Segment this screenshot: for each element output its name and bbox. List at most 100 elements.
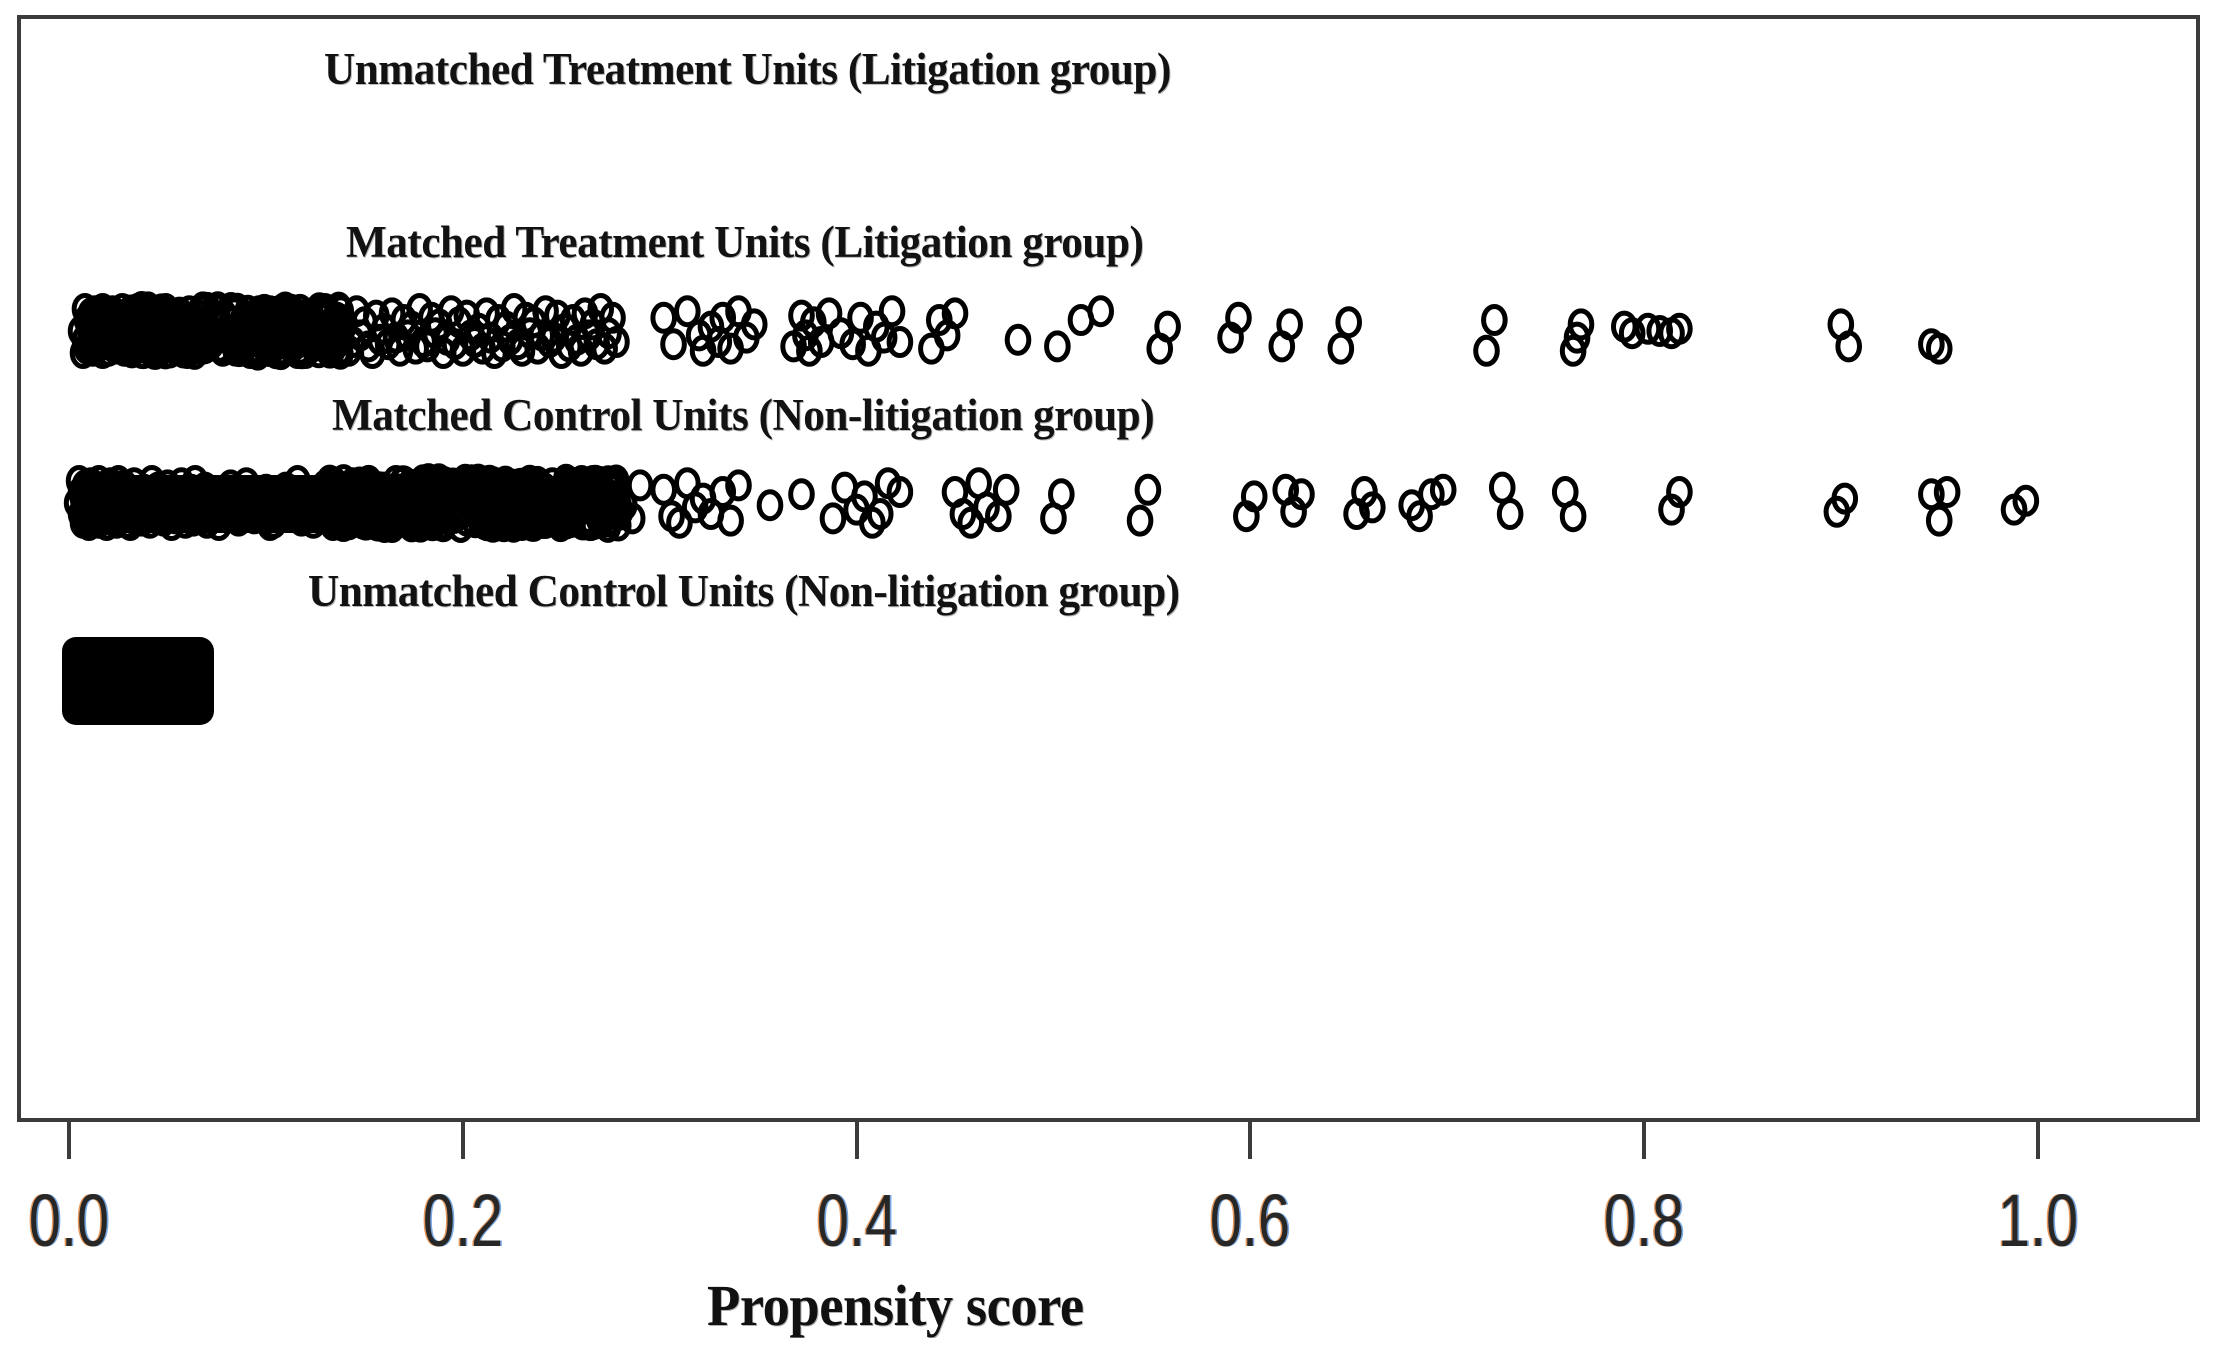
data-point [957, 506, 985, 539]
data-point [1933, 476, 1961, 508]
unmatched-control-mass [62, 637, 214, 725]
data-point [261, 312, 289, 345]
data-point [1429, 473, 1457, 506]
data-point [886, 476, 914, 508]
data-point [1618, 317, 1646, 350]
data-point [1087, 295, 1114, 328]
data-point [395, 505, 423, 538]
data-point [189, 291, 217, 324]
data-point [140, 317, 168, 350]
data-point [1666, 312, 1693, 345]
data-point [1925, 504, 1953, 537]
data-point [788, 478, 815, 511]
data-point [473, 509, 501, 542]
data-point [717, 504, 744, 537]
data-point [553, 507, 580, 540]
data-point [324, 324, 352, 357]
data-point [709, 476, 737, 508]
data-point [878, 295, 906, 328]
tick-label-text: 0.2 [422, 1179, 503, 1262]
data-point [941, 297, 969, 330]
data-point [168, 306, 195, 339]
axis-tick-label-0.2: 0.2 [411, 1178, 514, 1264]
data-point [2012, 484, 2040, 517]
data-point [709, 301, 737, 334]
data-point [1831, 482, 1859, 515]
axis-tick-label-0.8: 0.8 [1592, 1178, 1695, 1264]
data-point [1666, 476, 1693, 508]
data-point [1240, 480, 1268, 513]
data-point [288, 306, 315, 339]
data-point [1406, 500, 1433, 533]
data-point [461, 468, 489, 501]
data-point [324, 508, 352, 541]
data-point [603, 326, 630, 358]
data-point [1559, 500, 1587, 533]
axis-tick-1.0 [2035, 1122, 2040, 1159]
data-point [1004, 323, 1032, 356]
data-point [1154, 310, 1181, 343]
axis-tick-0.2 [460, 1122, 465, 1159]
data-point [650, 473, 678, 506]
data-point [353, 488, 381, 521]
data-point [866, 498, 894, 530]
data-point [140, 337, 168, 370]
data-point [1044, 330, 1071, 363]
data-point [413, 477, 440, 510]
data-point [1134, 473, 1162, 506]
data-point [1473, 334, 1500, 367]
data-point [992, 473, 1020, 506]
strip-unmatched-control [21, 629, 2204, 729]
axis-tick-0.6 [1248, 1122, 1253, 1159]
data-point [1359, 491, 1386, 524]
axis-title-text: Propensity score [706, 1273, 1084, 1338]
strip-unmatched-treatment [21, 107, 2204, 207]
axis-ticks [17, 1122, 2200, 1162]
axis-tick-0.4 [854, 1122, 859, 1159]
axis-tick-0.0 [67, 1122, 72, 1159]
data-point [674, 295, 701, 328]
data-point [1567, 308, 1595, 341]
data-point [329, 471, 357, 504]
data-point [666, 506, 693, 539]
data-point [1048, 478, 1075, 511]
tick-label-text: 0.8 [1603, 1179, 1685, 1262]
data-point [144, 333, 171, 366]
axis-tick-label-0.0: 0.0 [18, 1178, 121, 1264]
data-point [594, 484, 621, 517]
data-point [1925, 332, 1953, 365]
point-swarm-matched-control [63, 463, 2040, 543]
data-point [1488, 471, 1516, 504]
data-point [740, 308, 768, 341]
data-point [1835, 330, 1862, 363]
tick-label-text: 0.0 [29, 1179, 110, 1262]
data-point [1276, 308, 1303, 341]
plot-panel: Unmatched Treatment Units (Litigation gr… [17, 15, 2200, 1122]
tick-label-text: 0.4 [816, 1179, 897, 1262]
data-point [595, 505, 623, 538]
point-swarm-matched-treatment [67, 291, 1953, 371]
data-point [819, 502, 847, 535]
data-point [626, 469, 654, 502]
data-point [886, 326, 914, 358]
data-point [401, 476, 428, 509]
group-label-unmatched-treatment: Unmatched Treatment Units (Litigation gr… [324, 44, 1171, 94]
axis-tick-label-1.0: 1.0 [1986, 1178, 2089, 1264]
strip-matched-control [21, 453, 2204, 553]
axis-tick-label-0.6: 0.6 [1199, 1178, 1302, 1264]
data-point [1496, 498, 1524, 530]
data-point [141, 296, 168, 329]
axis-tick-label-0.4: 0.4 [805, 1178, 908, 1264]
data-point [327, 337, 354, 370]
data-point [1335, 306, 1363, 339]
group-label-matched-treatment: Matched Treatment Units (Litigation grou… [346, 217, 1144, 267]
data-point [1225, 301, 1252, 334]
data-point [660, 328, 687, 361]
group-label-unmatched-control: Unmatched Control Units (Non-litigation … [308, 566, 1180, 616]
axis-tick-labels: 0.0 0.2 0.4 0.6 0.8 1.0 [0, 1178, 2224, 1273]
data-point [431, 502, 459, 535]
data-point [1288, 478, 1315, 511]
data-point [756, 489, 784, 522]
group-label-matched-control: Matched Control Units (Non-litigation gr… [332, 390, 1155, 440]
